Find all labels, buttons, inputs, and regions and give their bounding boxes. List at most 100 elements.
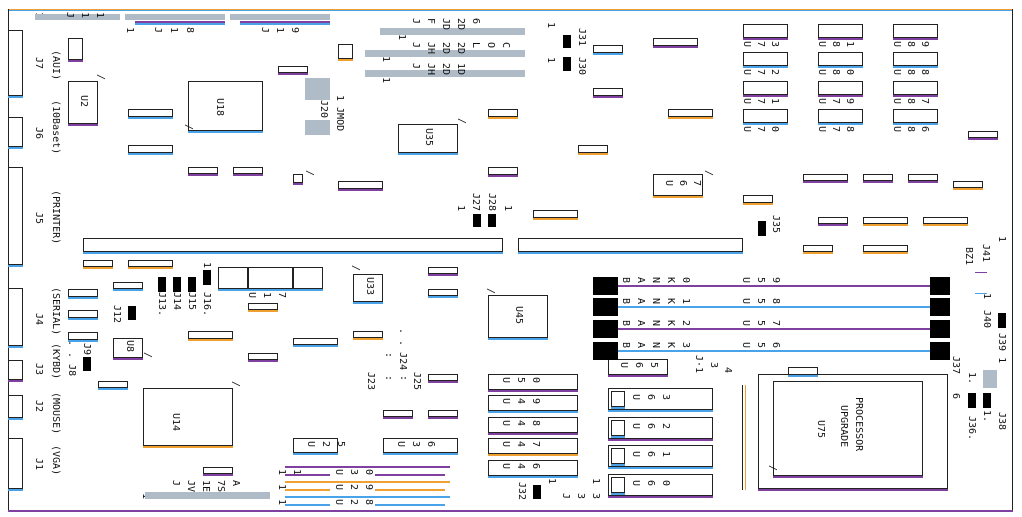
chip-label: PROCESSOR <box>853 397 864 452</box>
label-glyph: U <box>740 277 751 284</box>
label-glyph: JD <box>440 18 451 31</box>
label-glyph: 4 <box>515 420 526 427</box>
jumper-label: J16. <box>201 292 212 317</box>
jumper-j36 <box>968 393 976 408</box>
jumper-j30 <box>563 57 571 71</box>
label-glyph: 7S <box>215 480 226 493</box>
component-outline <box>578 145 608 153</box>
jumper-j14 <box>173 277 181 292</box>
board-edge <box>1012 9 1013 510</box>
memory-chip <box>893 52 938 66</box>
simm-socket <box>608 445 713 467</box>
buzzer-label: BZ1 <box>963 247 974 266</box>
expansion-slot <box>83 238 503 252</box>
jumper-label: J40 <box>981 310 992 329</box>
label-glyph: 8 <box>770 298 781 305</box>
label-glyph: U <box>816 126 827 133</box>
label-glyph: A <box>230 480 241 487</box>
connector-desc: (KYBD) <box>50 343 61 380</box>
label-glyph: 8 <box>905 69 916 76</box>
jumper-label: 4 <box>722 367 733 374</box>
memory-chip <box>818 52 863 66</box>
socket-latch <box>611 420 625 436</box>
label-glyph: B <box>620 298 631 305</box>
label-glyph: U <box>741 98 752 105</box>
header-pins <box>125 14 225 20</box>
label-glyph: N <box>650 342 661 349</box>
jumper-j40 <box>998 313 1006 328</box>
label-glyph: U <box>740 298 751 305</box>
jumper-label: 1. <box>981 410 992 423</box>
connector-desc: (SERIAL) <box>50 287 61 336</box>
label-glyph: J <box>560 493 571 500</box>
pin-one-label: 1 <box>291 469 302 476</box>
component-outline <box>908 174 938 181</box>
jumper-label: J36. <box>966 416 977 441</box>
label-glyph: U <box>618 362 629 369</box>
label-glyph: 6 <box>919 126 930 133</box>
socket-latch <box>611 477 625 493</box>
connector-desc: (AUI) <box>50 50 61 81</box>
jumper-j9 <box>83 357 91 371</box>
component-outline <box>293 174 303 183</box>
component-outline <box>863 217 908 224</box>
chip-label: U35 <box>423 128 434 147</box>
label-glyph: 8 <box>363 499 374 506</box>
jumper-label: J13. <box>156 292 167 317</box>
label-glyph: 8 <box>530 420 541 427</box>
label-glyph: 3 <box>575 493 586 500</box>
component-outline <box>923 217 968 224</box>
header-pins <box>365 50 525 57</box>
label-glyph: 1 <box>680 298 691 305</box>
label-glyph: 8 <box>919 69 930 76</box>
jumper-label: J25 <box>411 372 422 391</box>
jumper-label: J28 <box>486 193 497 212</box>
chip-u18 <box>188 81 263 131</box>
connector-j6 <box>8 117 23 147</box>
label-glyph: 1 <box>261 292 272 299</box>
label-glyph: J <box>410 63 421 70</box>
pin-one-label: 1 <box>380 56 391 63</box>
component-outline <box>428 410 458 417</box>
label-glyph: 5 <box>755 320 766 327</box>
component-outline <box>278 66 308 73</box>
bank-trace <box>618 328 930 330</box>
buzzer-outline <box>975 293 987 294</box>
label-glyph: 6 <box>645 394 656 401</box>
trace-line <box>375 504 445 506</box>
component-outline <box>83 260 113 267</box>
jumper-j32 <box>533 485 541 499</box>
memory-chip <box>893 109 938 123</box>
label-glyph: 6 <box>645 423 656 430</box>
label-glyph: 5 <box>755 298 766 305</box>
label-glyph: N <box>650 320 661 327</box>
label-glyph: 7 <box>276 292 287 299</box>
label-glyph: L <box>470 42 481 49</box>
label-glyph: U <box>741 41 752 48</box>
component-outline <box>968 131 998 138</box>
label-glyph: 6 <box>770 342 781 349</box>
simm-u65 <box>608 359 668 375</box>
socket-guide <box>742 385 743 490</box>
chip-u14 <box>143 388 233 446</box>
label-glyph: O <box>485 42 496 49</box>
chip-label: U45 <box>513 306 524 325</box>
connector-j5 <box>8 167 23 265</box>
bank-jumper <box>593 298 618 316</box>
label-glyph: 2 <box>769 69 780 76</box>
component-outline <box>593 88 623 96</box>
chip-u75 <box>773 381 923 476</box>
component-outline <box>293 338 338 345</box>
bank-trace <box>618 350 930 352</box>
chip-label: U75 <box>815 420 826 439</box>
trace-line <box>285 481 450 483</box>
simm-socket <box>608 388 713 410</box>
header-pins <box>983 370 997 388</box>
label-glyph: K <box>665 342 676 349</box>
label-glyph: 5 <box>515 377 526 384</box>
memory-chip <box>818 81 863 95</box>
header-pins <box>380 28 525 35</box>
label-glyph: 3 <box>410 441 421 448</box>
socket-latch <box>611 391 625 407</box>
label-glyph: U <box>246 292 257 299</box>
